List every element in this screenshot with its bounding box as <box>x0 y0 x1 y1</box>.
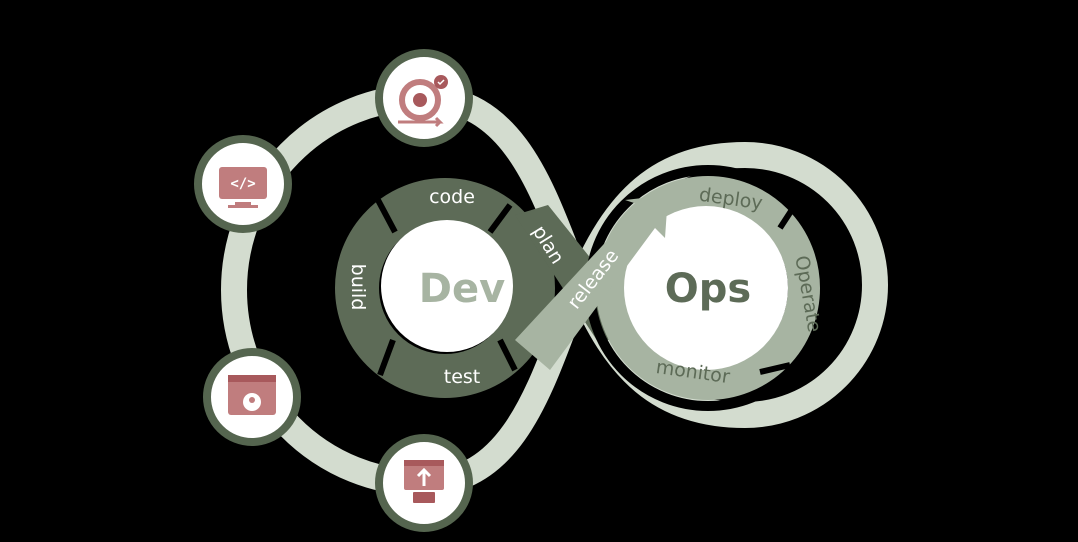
stage-code: code <box>429 186 475 208</box>
continuous-integration-icon <box>375 49 473 147</box>
ops-label: Ops <box>665 266 751 312</box>
code-monitor-icon: </> <box>194 135 292 233</box>
svg-text:</>: </> <box>230 176 255 192</box>
upload-code-icon <box>375 434 473 532</box>
settings-window-icon <box>203 348 301 446</box>
dev-ring <box>335 178 555 398</box>
dev-label: Dev <box>419 266 505 312</box>
release-arrow <box>515 195 668 370</box>
stage-test: test <box>444 366 481 388</box>
stage-build: build <box>347 264 369 311</box>
